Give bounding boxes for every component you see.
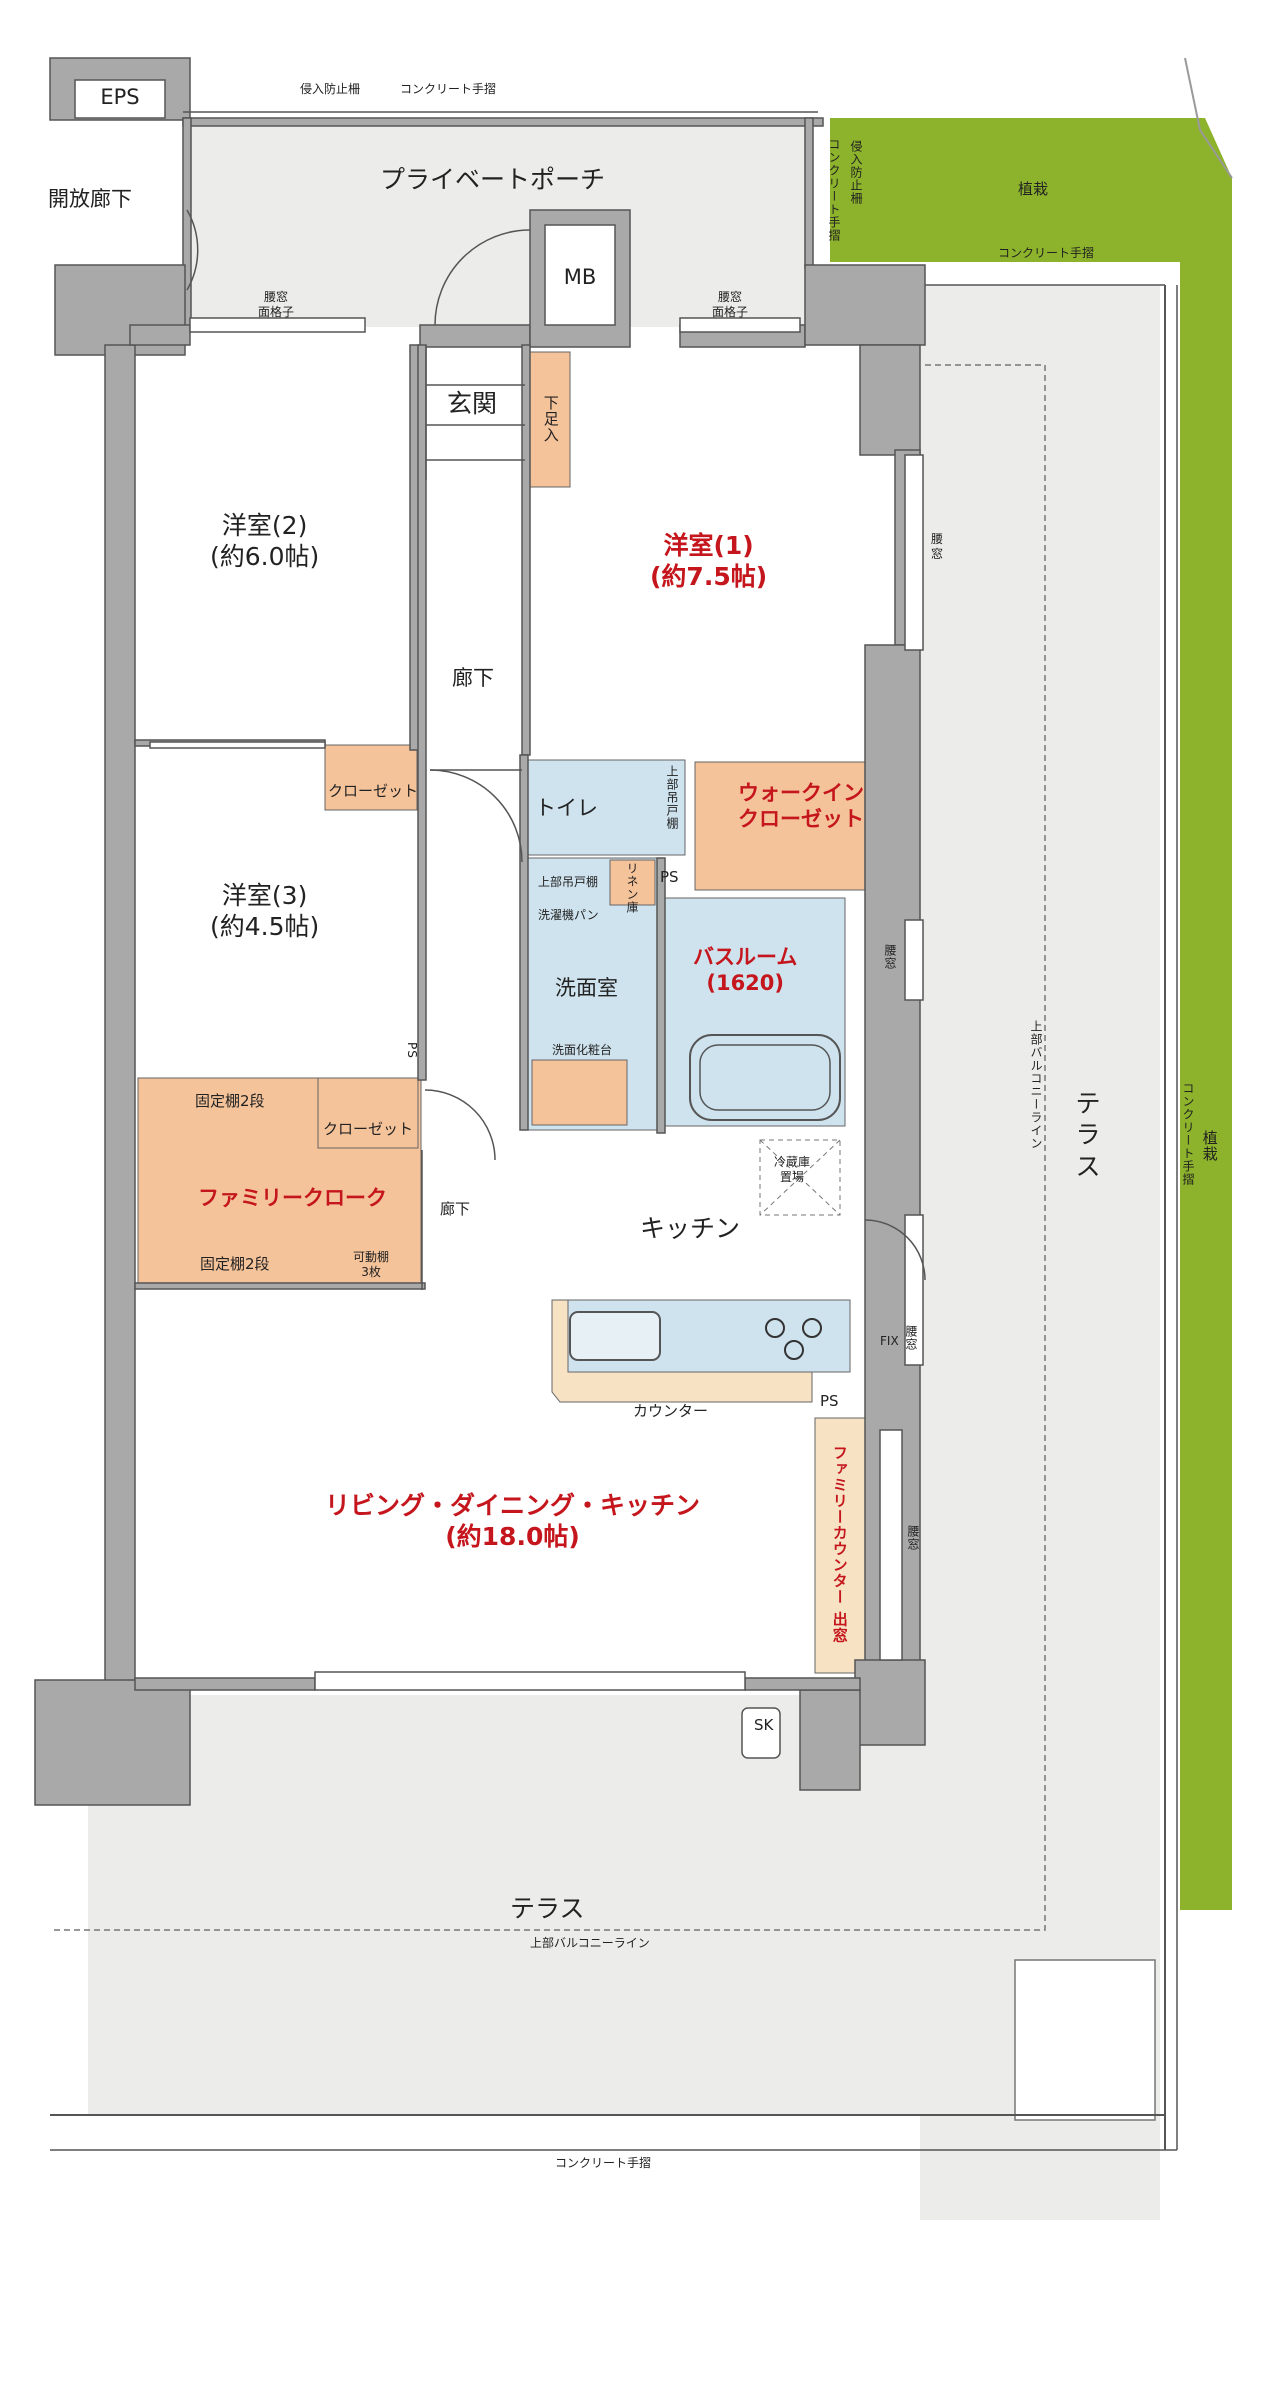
mb-label: MB	[563, 265, 597, 289]
open-corridor-label: 開放廊下	[48, 187, 132, 211]
terrace-bottom-label: テラス	[510, 1894, 585, 1923]
toilet-label: トイレ	[535, 796, 598, 820]
fixed-shelf-bottom-label: 固定棚2段	[200, 1255, 270, 1273]
waist-window-ldk-label: 腰窓	[906, 1525, 920, 1551]
family-cloak-label: ファミリークローク	[198, 1186, 387, 1210]
sk-sink	[741, 1707, 781, 1759]
room1-label: 洋室(1) (約7.5帖)	[650, 531, 768, 592]
bathtub	[689, 1034, 841, 1121]
ps-3-label: PS	[820, 1392, 839, 1410]
fixed-shelf-top-label: 固定棚2段	[195, 1092, 265, 1110]
sk-label: SK	[754, 1716, 774, 1734]
upper-balcony-line	[50, 364, 1046, 1931]
hallway-lower-label: 廊下	[440, 1200, 471, 1218]
upper-balcony-line-bottom-label: 上部バルコニーライン	[530, 1936, 650, 1950]
upper-balcony-line-right-label: 上部バルコニーライン	[1029, 1020, 1043, 1150]
fridge-space	[759, 1139, 841, 1216]
vanity-label: 洗面化粧台	[552, 1043, 613, 1057]
linen-fill	[609, 859, 656, 906]
concrete-rail-top-label: コンクリート手摺	[400, 82, 497, 96]
window-grille-left-label: 腰窓 面格子	[258, 290, 295, 319]
terrace-bottom-area	[88, 1695, 1160, 2115]
fridge-space-label: 冷蔵庫 置場	[774, 1155, 811, 1184]
concrete-rail-right-label: コンクリート手摺	[1181, 1082, 1195, 1186]
burner-2	[802, 1318, 822, 1338]
movable-shelf-label: 可動棚 3枚	[353, 1250, 390, 1279]
planting-edge	[1184, 57, 1233, 179]
upper-cabinet-toilet-label: 上部吊戸棚	[665, 765, 679, 830]
concrete-rail-side-label: コンクリート手摺	[827, 138, 841, 242]
family-counter-label: ファミリーカウンター 出窓	[830, 1445, 849, 1644]
fridge-diag-2	[759, 1139, 841, 1216]
waist-window-r1-label: 腰窓	[930, 532, 943, 561]
planting-right-label: 植栽	[1200, 1130, 1219, 1162]
wic-fill	[694, 761, 899, 891]
burner-1	[765, 1318, 785, 1338]
walk-in-closet-label: ウォークイン クローゼット	[738, 781, 864, 832]
closet-room2-label: クローゼット	[328, 782, 419, 800]
bathtub-inner	[699, 1044, 831, 1111]
ps-1-label: PS	[660, 868, 679, 886]
family-counter-fill	[814, 1417, 866, 1674]
room2-label: 洋室(2) (約6.0帖)	[210, 511, 320, 572]
ps-2-label: PS	[405, 1042, 419, 1059]
intrusion-fence-side-label: 侵入防止柵	[849, 140, 863, 205]
upper-cabinet-wash-label: 上部吊戸棚	[538, 875, 599, 889]
fix-window-label: FIX	[880, 1334, 899, 1348]
laundry-pan-label: 洗濯機パン	[538, 908, 599, 922]
toilet-fill	[524, 759, 686, 856]
planting-strip	[830, 118, 1232, 1910]
kitchen-label: キッチン	[640, 1214, 741, 1243]
counter-label: カウンター	[633, 1402, 709, 1420]
burner-3	[784, 1340, 804, 1360]
planting-top-label: 植栽	[1018, 180, 1049, 198]
private-porch-label: プライベートポーチ	[380, 165, 606, 194]
concrete-rail-green-top-label: コンクリート手摺	[998, 246, 1095, 260]
closet-room3-label: クローゼット	[323, 1120, 414, 1138]
closet-r3-fill	[317, 1077, 419, 1149]
shoe-box-label: 下足入	[541, 395, 560, 443]
terrace-right-label: テラス	[1075, 1089, 1101, 1181]
washroom-label: 洗面室	[555, 976, 618, 1000]
linen-label: リネン庫	[625, 862, 639, 914]
ldk-label: リビング・ダイニング・キッチン (約18.0帖)	[325, 1491, 701, 1552]
porch-area	[183, 125, 805, 327]
hallway-upper-label: 廊下	[452, 666, 494, 690]
window-grille-right-label: 腰窓 面格子	[712, 290, 749, 319]
waist-window-kitchen-label: 腰窓	[904, 1325, 918, 1351]
intrusion-fence-top-label: 侵入防止柵	[300, 82, 361, 96]
vanity-fill	[531, 1059, 628, 1126]
closet-r2-fill	[324, 744, 418, 811]
waist-window-bath-label: 腰窓	[883, 944, 897, 970]
entrance-label: 玄関	[447, 389, 498, 418]
corner-white-area	[1014, 1959, 1156, 2121]
concrete-rail-bottom-label: コンクリート手摺	[555, 2156, 652, 2170]
eps-label: EPS	[100, 85, 140, 109]
sink	[569, 1311, 661, 1361]
bar-counter-fill	[551, 1299, 813, 1403]
interior-lines	[186, 209, 926, 1290]
room3-label: 洋室(3) (約4.5帖)	[210, 881, 320, 942]
bathroom-label: バスルーム (1620)	[693, 945, 798, 996]
